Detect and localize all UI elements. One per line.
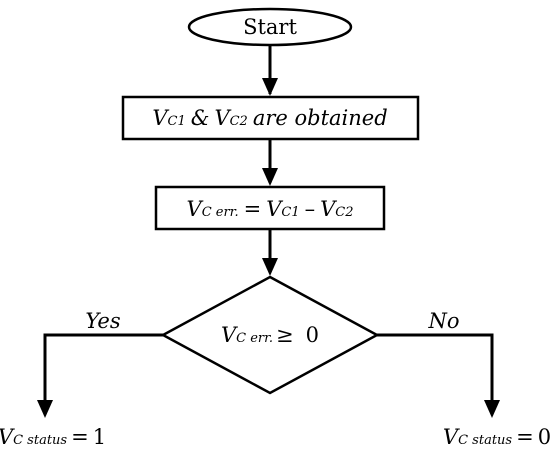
out-left-value: 1: [93, 425, 106, 449]
connector-no-branch: [377, 333, 494, 412]
no-label: No: [427, 309, 459, 333]
err-lhs-main: V: [187, 197, 204, 221]
start-label: Start: [243, 15, 297, 39]
dec-value: 0: [306, 323, 319, 347]
yes-label: Yes: [85, 309, 120, 333]
err-lhs-sub: C err.: [202, 205, 239, 220]
out-left-eq: =: [71, 425, 89, 449]
arrowhead-step2: [262, 168, 278, 186]
arrowhead-decision: [262, 258, 278, 276]
out-right-sub: C status: [458, 433, 512, 448]
connector-yes-branch: [43, 333, 163, 412]
arrowhead-step1: [262, 78, 278, 96]
out-right-value: 0: [538, 425, 550, 449]
decision-error-nonnegative: [160, 275, 380, 395]
err-minus: –: [305, 197, 316, 221]
obtained-tail: are obtained: [253, 106, 388, 130]
out-left-main: V: [0, 425, 15, 449]
dec-op: ≥: [276, 323, 294, 347]
v1-main: V: [152, 106, 169, 130]
err-r2-main: V: [320, 197, 337, 221]
out-right-eq: =: [516, 425, 534, 449]
start-terminal: [187, 7, 353, 47]
dec-lhs-sub: C err.: [236, 331, 273, 346]
v2-main: V: [214, 106, 231, 130]
out-left-sub: C status: [13, 433, 67, 448]
out-right-main: V: [443, 425, 460, 449]
v2-sub: C2: [230, 114, 248, 129]
arrowhead-no: [484, 400, 500, 418]
err-eq: =: [244, 197, 262, 221]
err-r2-sub: C2: [335, 205, 353, 220]
dec-lhs-main: V: [221, 323, 238, 347]
amp: &: [191, 106, 210, 130]
output-status-zero: VC status =0: [443, 425, 550, 449]
decision-text: VC err.≥0: [221, 323, 319, 347]
output-status-one: VC status =1: [0, 425, 106, 449]
err-r1-main: V: [266, 197, 283, 221]
err-r1-sub: C1: [281, 205, 299, 220]
arrowhead-yes: [37, 400, 53, 418]
v1-sub: C1: [168, 114, 186, 129]
process-compute-error-text: VC err.=VC1–VC2: [187, 197, 354, 221]
process-obtain-voltages: [121, 95, 420, 141]
